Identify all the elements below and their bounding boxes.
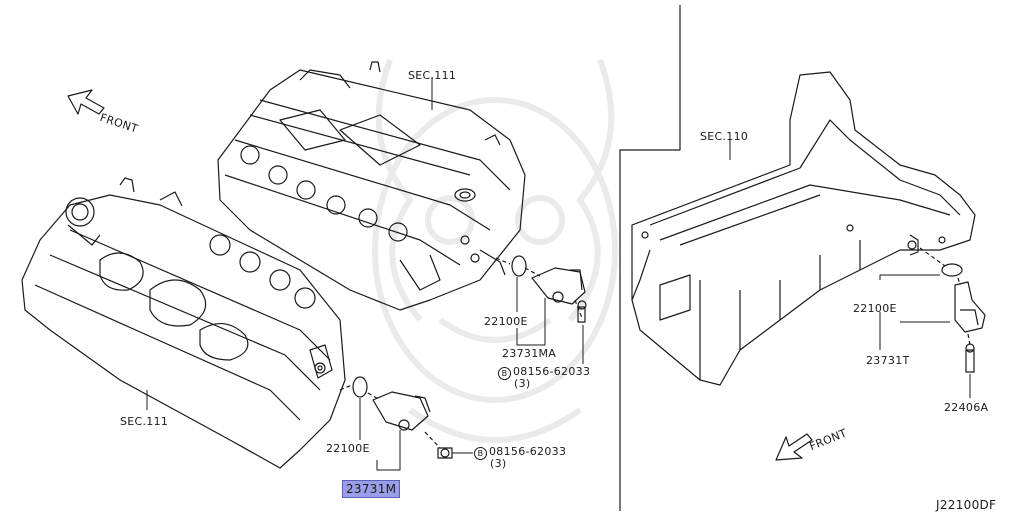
upper-sensor-part-number: 23731MA bbox=[502, 347, 557, 360]
oring-upper bbox=[511, 255, 527, 277]
upper-cylinder-head bbox=[217, 61, 526, 311]
bolt-marker-icon: B bbox=[498, 367, 511, 380]
oil-pan bbox=[631, 71, 976, 386]
bolt-marker-icon: B bbox=[474, 447, 487, 460]
upper-oring-part-number: 22100E bbox=[484, 315, 528, 328]
lower-sensor-assembly bbox=[352, 376, 453, 459]
sec-110-label: SEC.110 bbox=[700, 130, 749, 143]
upper-bolt-quantity: (3) bbox=[514, 377, 531, 390]
right-sensor-assembly bbox=[941, 263, 986, 373]
lower-cylinder-head bbox=[21, 177, 346, 469]
lower-oring-part-number: 22100E bbox=[326, 442, 370, 455]
front-arrow-left-icon bbox=[67, 89, 105, 115]
right-sensor-part-number: 23731T bbox=[866, 354, 910, 367]
oring-right bbox=[941, 263, 963, 277]
sec-111-upper-label: SEC.111 bbox=[408, 69, 457, 82]
lower-bolt-quantity: (3) bbox=[490, 457, 507, 470]
right-bolt-part-number: 22406A bbox=[944, 401, 989, 414]
front-arrow-right-icon bbox=[775, 433, 813, 461]
watermark-emblem-icon bbox=[372, 58, 618, 443]
divider-line bbox=[619, 5, 681, 511]
oring-lower bbox=[352, 376, 368, 398]
right-oring-part-number: 22100E bbox=[853, 302, 897, 315]
diagram-code: J22100DF bbox=[936, 498, 997, 512]
upper-sensor-assembly bbox=[511, 255, 587, 323]
sec-111-lower-label: SEC.111 bbox=[120, 415, 169, 428]
highlighted-sensor-part-number[interactable]: 23731M bbox=[342, 480, 401, 498]
